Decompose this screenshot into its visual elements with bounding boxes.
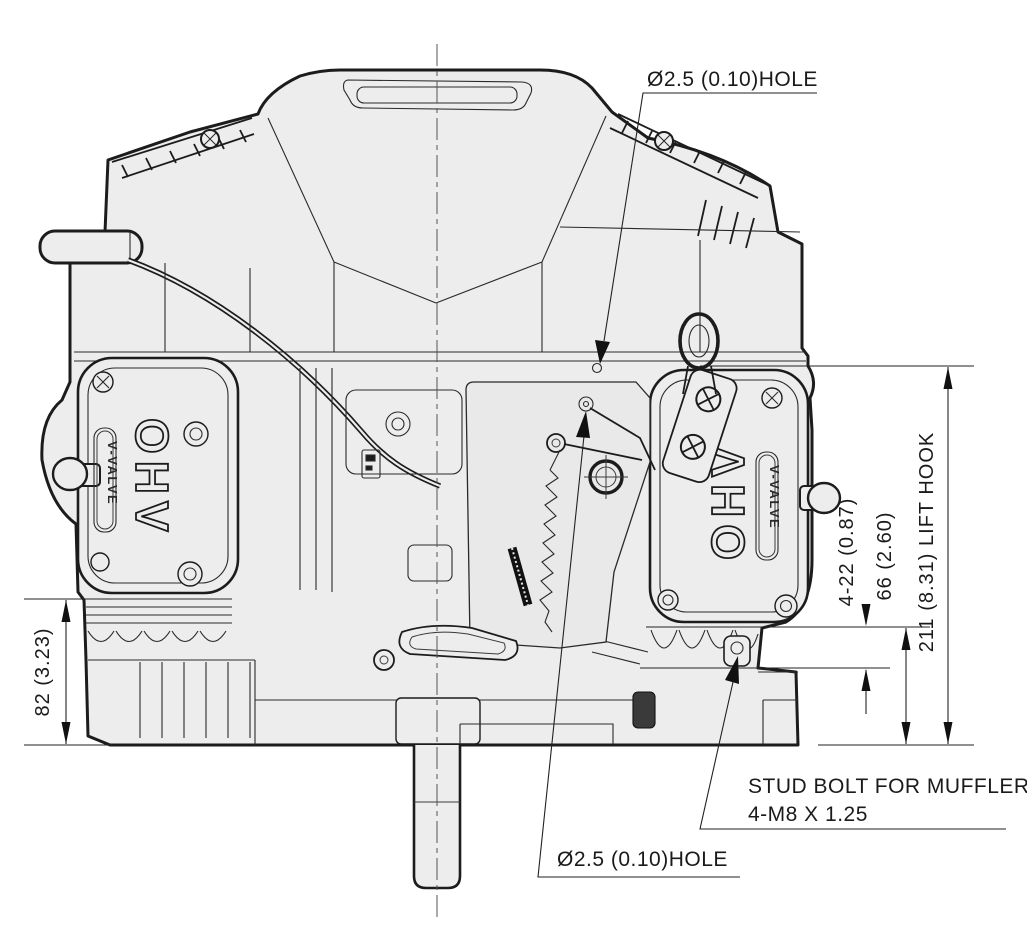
throttle-bracket [661, 368, 738, 484]
ohv-badge-left: OHV [126, 418, 178, 539]
bell-crank [373, 624, 519, 723]
wire-connector [361, 449, 381, 479]
valve-cover-left: OHV V-VALVE [51, 356, 240, 595]
hole-2_5-top [591, 362, 603, 374]
engine-base [88, 659, 798, 745]
dimension-4-22: 4-22 (0.87) [640, 498, 890, 714]
dim-82-label: 82 (3.23) [32, 627, 54, 716]
dim-66-label: 66 (2.60) [874, 511, 896, 600]
governor-springs [507, 449, 561, 633]
callout-stud-bolt-line2: 4-M8 X 1.25 [748, 803, 868, 826]
dimension-211-lift-hook: 211 (8.31) LIFT HOOK [700, 365, 974, 746]
callout-stud-bolt-line1: STUD BOLT FOR MUFFLER [748, 775, 1027, 798]
lift-hook [678, 312, 720, 395]
v-valve-badge-right [755, 451, 779, 561]
dimension-82: 82 (3.23) [24, 598, 112, 746]
v-valve-label-right: V-VALVE [767, 465, 782, 529]
dimension-66: 66 (2.60) [646, 511, 930, 744]
callout-stud-bolt: STUD BOLT FOR MUFFLER 4-M8 X 1.25 [699, 656, 1027, 830]
cylinder-fins-right [591, 629, 759, 667]
governor-links [563, 407, 656, 471]
cylinder-fins-left [86, 598, 232, 643]
valve-cover-right-bolts [657, 387, 798, 618]
base-bracket [632, 691, 656, 729]
valve-cover-left-bolts [90, 371, 209, 587]
cooling-louvers [111, 113, 767, 249]
dim-4-22-label: 4-22 (0.87) [836, 498, 858, 607]
throttle-pivot [546, 433, 566, 453]
control-plate [465, 362, 656, 649]
valve-cover-right-side-bolt [799, 481, 842, 515]
carburetor-area [299, 368, 463, 592]
v-valve-label-left: V-VALVE [105, 441, 120, 505]
air-cleaner-cover [200, 79, 674, 151]
callout-hole-top-label: Ø2.5 (0.10)HOLE [647, 68, 818, 91]
callout-hole-bottom: Ø2.5 (0.10)HOLE [537, 411, 740, 878]
control-cable [127, 257, 442, 489]
dim-211-label: 211 (8.31) LIFT HOOK [916, 432, 938, 652]
callout-hole-bottom-label: Ø2.5 (0.10)HOLE [557, 848, 728, 871]
oil-fill-tube [38, 229, 144, 265]
callout-hole-top: Ø2.5 (0.10)HOLE [595, 68, 818, 364]
v-valve-badge-left [93, 427, 117, 533]
